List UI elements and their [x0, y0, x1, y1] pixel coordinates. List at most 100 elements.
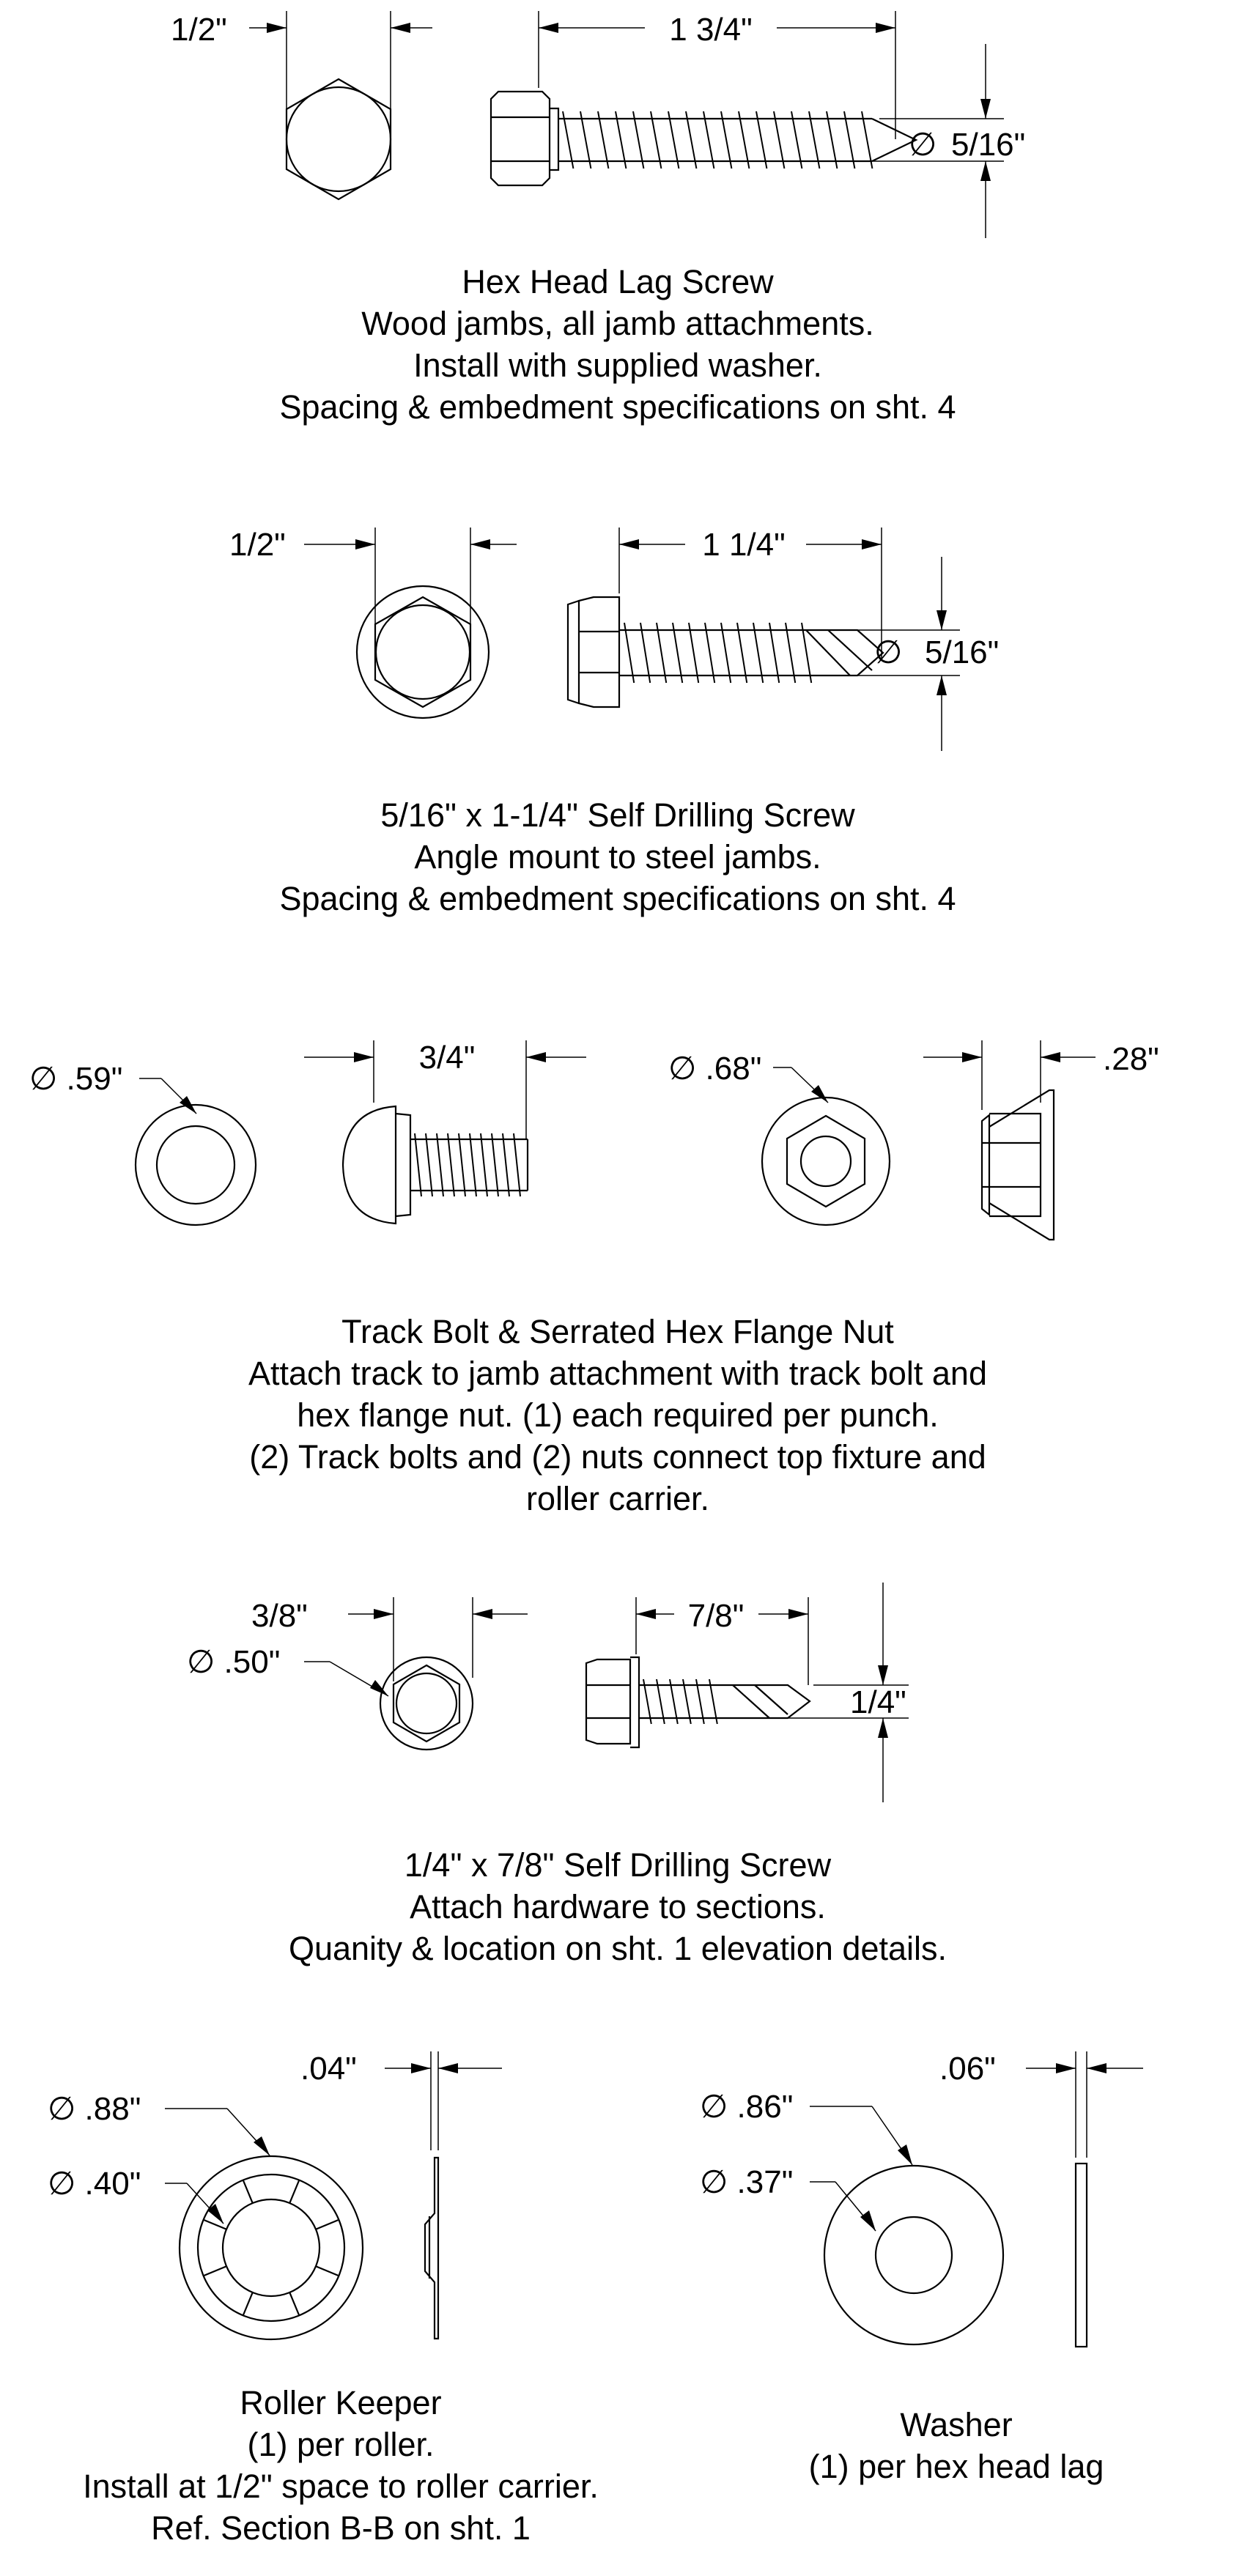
self-drill-14-diameter-dimension: 1/4" [725, 1583, 909, 1802]
thread-line [785, 622, 797, 684]
thread-line [753, 622, 764, 684]
roller-keeper-face-view [178, 2155, 364, 2341]
thread-line [502, 1133, 510, 1197]
lag-screw-side-view [489, 90, 918, 187]
self-drill-516-length-label: 1 1/4" [702, 527, 785, 563]
self-drill-516-head-width-label: 1/2" [229, 527, 286, 563]
thread-line [656, 1679, 665, 1725]
thread-line [580, 111, 592, 169]
keeper-slot-line [315, 2265, 339, 2277]
self-drill-14-caption-line: Quanity & location on sht. 1 elevation d… [289, 1930, 947, 1967]
flange-nut-thickness-label: .28" [1103, 1041, 1159, 1077]
thread-line [682, 1679, 692, 1725]
self-drill-516-diameter-symbol: ∅ [874, 634, 902, 670]
washer-outer-diameter-leader: ∅ .86" [700, 2089, 913, 2166]
thread-line [640, 622, 651, 684]
thread-line [791, 111, 803, 169]
thread-line [709, 1679, 718, 1725]
lag-caption-title: Hex Head Lag Screw [462, 263, 774, 300]
thread-line [615, 111, 627, 169]
lag-head-width-label: 1/2" [171, 12, 227, 48]
self-drill-14-length-dimension: 7/8" [635, 1597, 809, 1685]
thread-line [562, 111, 575, 169]
self-drill-516-caption-line: Angle mount to steel jambs. [414, 838, 821, 876]
roller-keeper-slots [203, 2180, 339, 2316]
track-bolt-length-label: 3/4" [419, 1040, 476, 1076]
washer-inner-diameter-leader: ∅ .37" [700, 2164, 876, 2232]
thread-line [756, 111, 768, 169]
flange-nut-end-view [761, 1096, 891, 1226]
track-bolt-head-end-view [134, 1103, 257, 1226]
flange-nut-side-view [980, 1089, 1055, 1241]
self-drill-14-length-label: 7/8" [688, 1598, 745, 1634]
thread-line [513, 1133, 521, 1197]
self-drill-516-side-view [566, 596, 884, 708]
washer-inner-diameter-label: ∅ .37" [700, 2164, 793, 2200]
track-bolt-head-diameter-leader: ∅ .59" [29, 1061, 197, 1114]
roller-keeper-caption-line: (1) per roller. [247, 2426, 434, 2463]
track-bolt-caption-line: (2) Track bolts and (2) nuts connect top… [249, 1438, 986, 1476]
track-bolt-caption: Track Bolt & Serrated Hex Flange Nut Att… [248, 1313, 987, 1517]
self-drill-14-head-end-view [379, 1656, 474, 1751]
self-drill-516-diameter-dimension: ∅ 5/16" [806, 557, 999, 751]
self-drill-14-side-view [585, 1656, 811, 1749]
thread-line [695, 1679, 705, 1725]
keeper-slot-line [315, 2218, 339, 2230]
self-drill-516-length-dimension: 1 1/4" [618, 527, 882, 659]
self-drill-516-section: 1/2" 1 1/4" [229, 527, 999, 917]
roller-keeper-thickness-label: .04" [300, 2051, 357, 2087]
lag-head-width-dimension: 1/2" [171, 11, 432, 128]
thread-line [738, 111, 750, 169]
flange-nut-thickness-dimension: .28" [923, 1040, 1159, 1110]
track-bolt-caption-line: Attach track to jamb attachment with tra… [248, 1355, 987, 1392]
self-drill-14-caption: 1/4" x 7/8" Self Drilling Screw Attach h… [289, 1846, 947, 1967]
track-bolt-length-dimension: 3/4" [304, 1040, 586, 1139]
roller-keeper-caption: Roller Keeper (1) per roller. Install at… [83, 2384, 599, 2547]
thread-line [458, 1133, 466, 1197]
self-drill-14-section: 3/8" ∅ .50" 7/8" [187, 1583, 947, 1967]
lag-length-label: 1 3/4" [669, 12, 752, 48]
thread-line [414, 1133, 422, 1197]
roller-keeper-section: ∅ .88" ∅ .40" .04" Roller Keeper (1) per… [48, 2051, 599, 2547]
thread-line [704, 622, 716, 684]
thread-line [643, 1679, 652, 1725]
roller-keeper-outer-diameter-leader: ∅ .88" [48, 2091, 270, 2156]
self-drill-516-head-end-view [355, 585, 490, 719]
self-drill-14-head-width-dimension: 3/8" [251, 1597, 528, 1681]
lag-caption-line: Install with supplied washer. [413, 347, 822, 384]
thread-line [436, 1133, 444, 1197]
thread-line [808, 111, 821, 169]
roller-keeper-caption-line: Ref. Section B-B on sht. 1 [151, 2509, 531, 2547]
washer-caption-line: (1) per hex head lag [809, 2448, 1104, 2485]
lag-length-dimension: 1 3/4" [538, 11, 896, 139]
lag-diameter-dimension: ∅ 5/16" [835, 44, 1025, 238]
keeper-slot-line [203, 2265, 227, 2277]
self-drill-516-threads [624, 622, 813, 684]
thread-line [736, 622, 748, 684]
thread-line [469, 1133, 477, 1197]
thread-line [826, 111, 838, 169]
track-bolt-caption-line: hex flange nut. (1) each required per pu… [297, 1396, 939, 1434]
roller-keeper-inner-diameter-label: ∅ .40" [48, 2166, 141, 2202]
roller-keeper-caption-line: Install at 1/2" space to roller carrier. [83, 2468, 599, 2505]
thread-line [720, 111, 733, 169]
thread-line [801, 622, 813, 684]
thread-line [480, 1133, 488, 1197]
washer-outer-diameter-label: ∅ .86" [700, 2089, 793, 2125]
self-drill-14-diameter-label: 1/4" [850, 1684, 906, 1720]
lag-caption-line: Spacing & embedment specifications on sh… [279, 388, 956, 426]
track-bolt-side-view [341, 1105, 529, 1225]
self-drill-516-head-width-dimension: 1/2" [229, 527, 517, 630]
thread-line [769, 622, 780, 684]
washer-caption: Washer (1) per hex head lag [809, 2406, 1104, 2485]
self-drill-516-caption-line: Spacing & embedment specifications on sh… [279, 880, 956, 917]
thread-line [861, 111, 873, 169]
thread-line [668, 111, 680, 169]
thread-line [843, 111, 856, 169]
washer-edge-view [1074, 2162, 1088, 2348]
lag-screw-caption: Hex Head Lag Screw Wood jambs, all jamb … [279, 263, 956, 426]
thread-line [597, 111, 610, 169]
thread-line [688, 622, 700, 684]
thread-line [703, 111, 715, 169]
